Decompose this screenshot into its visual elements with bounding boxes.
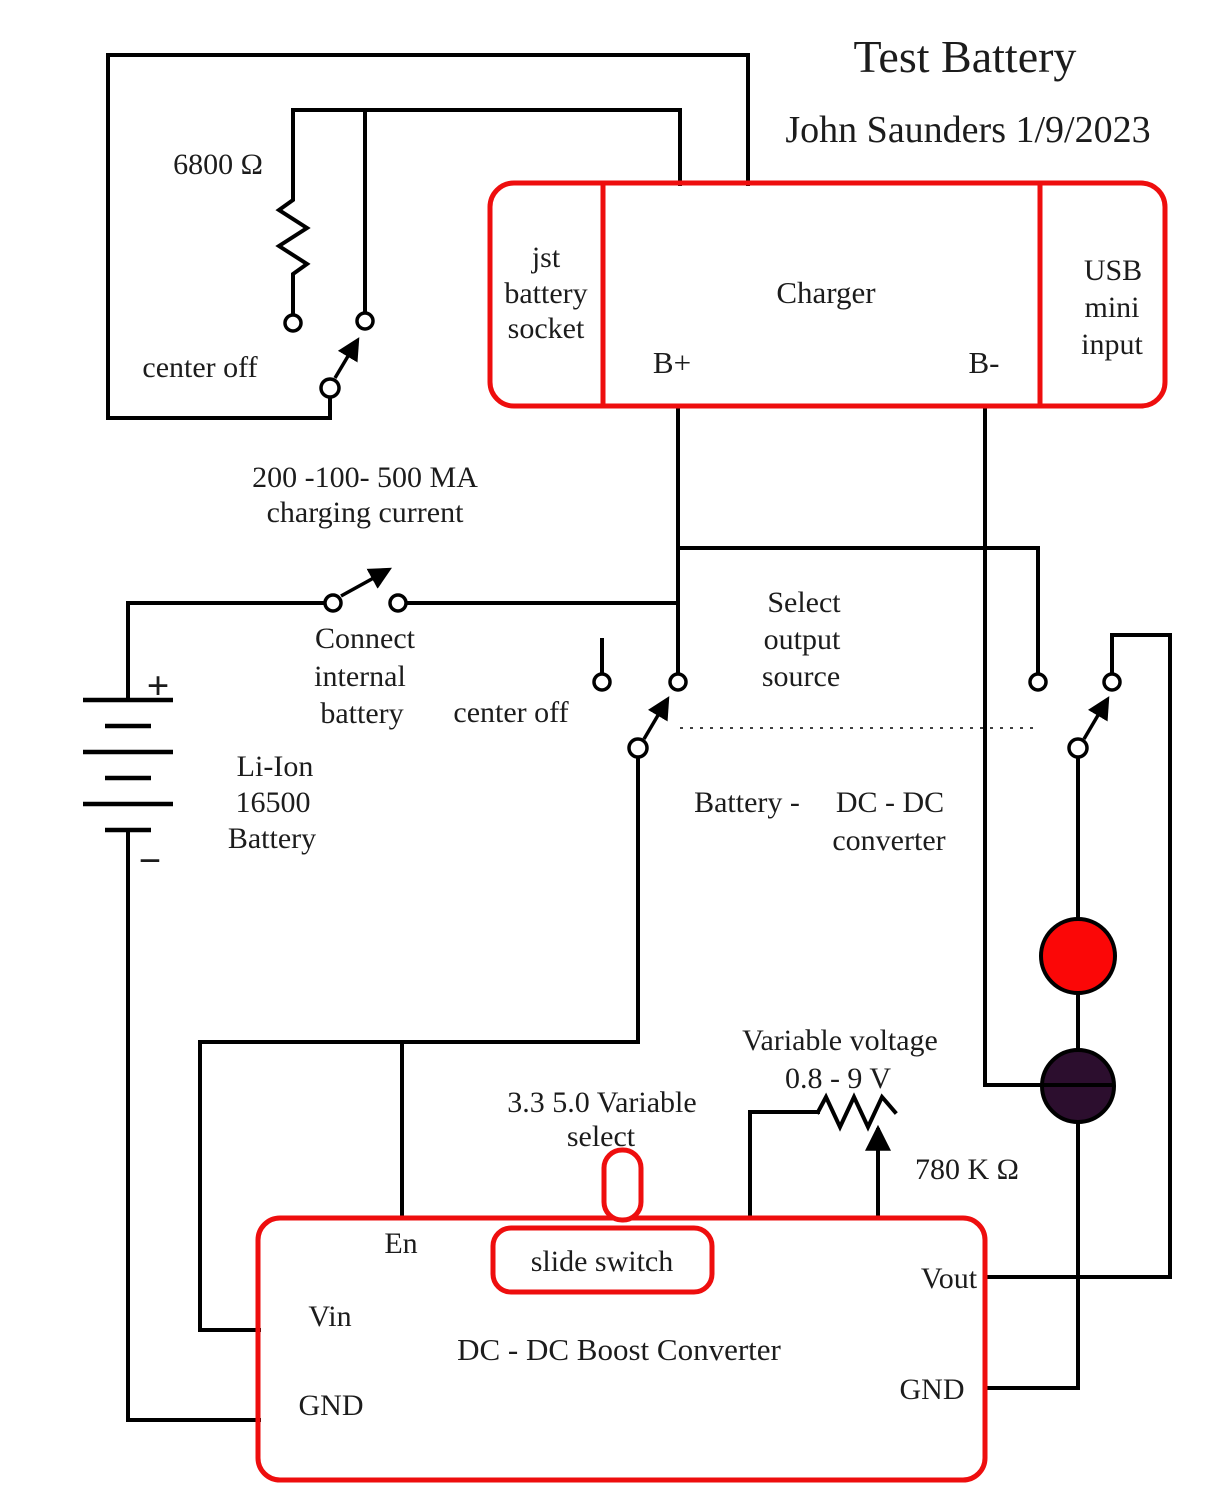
en-pin-label: En [384, 1227, 417, 1260]
charging-current-label-line2: charging current [267, 496, 465, 529]
variable-select-label-line2: select [567, 1120, 636, 1153]
switch-arm [642, 696, 670, 740]
switch-contact [355, 311, 375, 331]
select-output-label-line3: source [762, 660, 840, 693]
usb-input-label-line3: input [1081, 328, 1143, 361]
battery-plus-sign: + [147, 663, 170, 708]
wire [984, 633, 1172, 1279]
switch-arm [1082, 696, 1110, 740]
switch-pivot [1067, 737, 1089, 759]
byline: John Saunders 1/9/2023 [785, 109, 1150, 151]
variable-voltage-label-line2: 0.8 - 9 V [785, 1062, 891, 1095]
connect-battery-label-line3: battery [320, 697, 403, 730]
center-off-mid-label: center off [453, 696, 568, 729]
converter-position-label-line2: converter [832, 824, 945, 857]
switch-contact [283, 313, 303, 333]
wire [748, 1110, 820, 1220]
battery-minus-sign: − [139, 838, 162, 883]
gnd-right-pin-label: GND [900, 1373, 965, 1406]
switch-contacts [283, 311, 1122, 759]
switch-pivot [627, 737, 649, 759]
wire [106, 53, 750, 186]
wire [291, 108, 682, 186]
battery-position-label: Battery - [694, 786, 800, 819]
switch-pivot [323, 593, 343, 613]
gnd-left-pin-label: GND [299, 1389, 364, 1422]
slide-switch-label: slide switch [531, 1245, 674, 1278]
vout-pin-label: Vout [921, 1262, 978, 1295]
switch-contact [388, 593, 408, 613]
battery-cell-label-line1: Li-Ion [237, 750, 314, 783]
connect-battery-label-line2: internal [314, 660, 406, 693]
switch-arm [340, 567, 392, 598]
switch-arm [333, 337, 360, 379]
jst-socket-label-line2: battery [504, 277, 587, 310]
battery-symbol [83, 697, 173, 833]
labels: Test Battery John Saunders 1/9/2023 6800… [139, 31, 1151, 1422]
b-plus-pin-label: B+ [653, 345, 691, 380]
jst-socket-label-line3: socket [508, 312, 585, 345]
wire [126, 828, 261, 1422]
switch-contact [592, 672, 612, 692]
wire [676, 546, 1040, 676]
usb-input-label-line1: USB [1084, 254, 1142, 287]
charger-box [487, 180, 1168, 409]
wire [198, 1040, 261, 1332]
resistor-symbol [275, 108, 311, 316]
switch-pivot [319, 377, 341, 399]
variable-voltage-label-line1: Variable voltage [742, 1024, 938, 1057]
b-minus-pin-label: B- [969, 345, 1000, 380]
module-outlines [255, 180, 1168, 1483]
select-output-label-line1: Select [767, 586, 841, 619]
battery-cell-label-line2: 16500 [236, 786, 311, 819]
connect-battery-label-line1: Connect [315, 622, 416, 655]
center-off-top-label: center off [142, 351, 257, 384]
select-output-label-line2: output [764, 623, 841, 656]
resistor-value-label: 6800 Ω [173, 148, 263, 181]
switch-contact [1028, 672, 1048, 692]
page-title: Test Battery [854, 31, 1077, 82]
switch-contact [1102, 672, 1122, 692]
switch-contact [668, 672, 688, 692]
vin-pin-label: Vin [308, 1300, 351, 1333]
potentiometer-symbol [815, 1092, 898, 1132]
switch-arms [333, 337, 1110, 740]
pot-value-label: 780 K Ω [915, 1153, 1019, 1186]
usb-input-label-line2: mini [1084, 291, 1139, 324]
test-point-red [1039, 917, 1117, 995]
battery-cell-label-line3: Battery [228, 822, 316, 855]
variable-select-label-line1: 3.3 5.0 Variable [507, 1086, 696, 1119]
slide-switch-actuator [601, 1147, 644, 1223]
charger-name-label: Charger [776, 275, 876, 310]
jst-socket-label-line1: jst [531, 241, 561, 274]
charging-current-label-line1: 200 -100- 500 MA [252, 461, 478, 494]
wire [106, 53, 332, 420]
slide-switch-box [490, 1225, 715, 1295]
boost-converter-name-label: DC - DC Boost Converter [457, 1332, 781, 1367]
converter-position-label-line1: DC - DC [836, 786, 944, 819]
